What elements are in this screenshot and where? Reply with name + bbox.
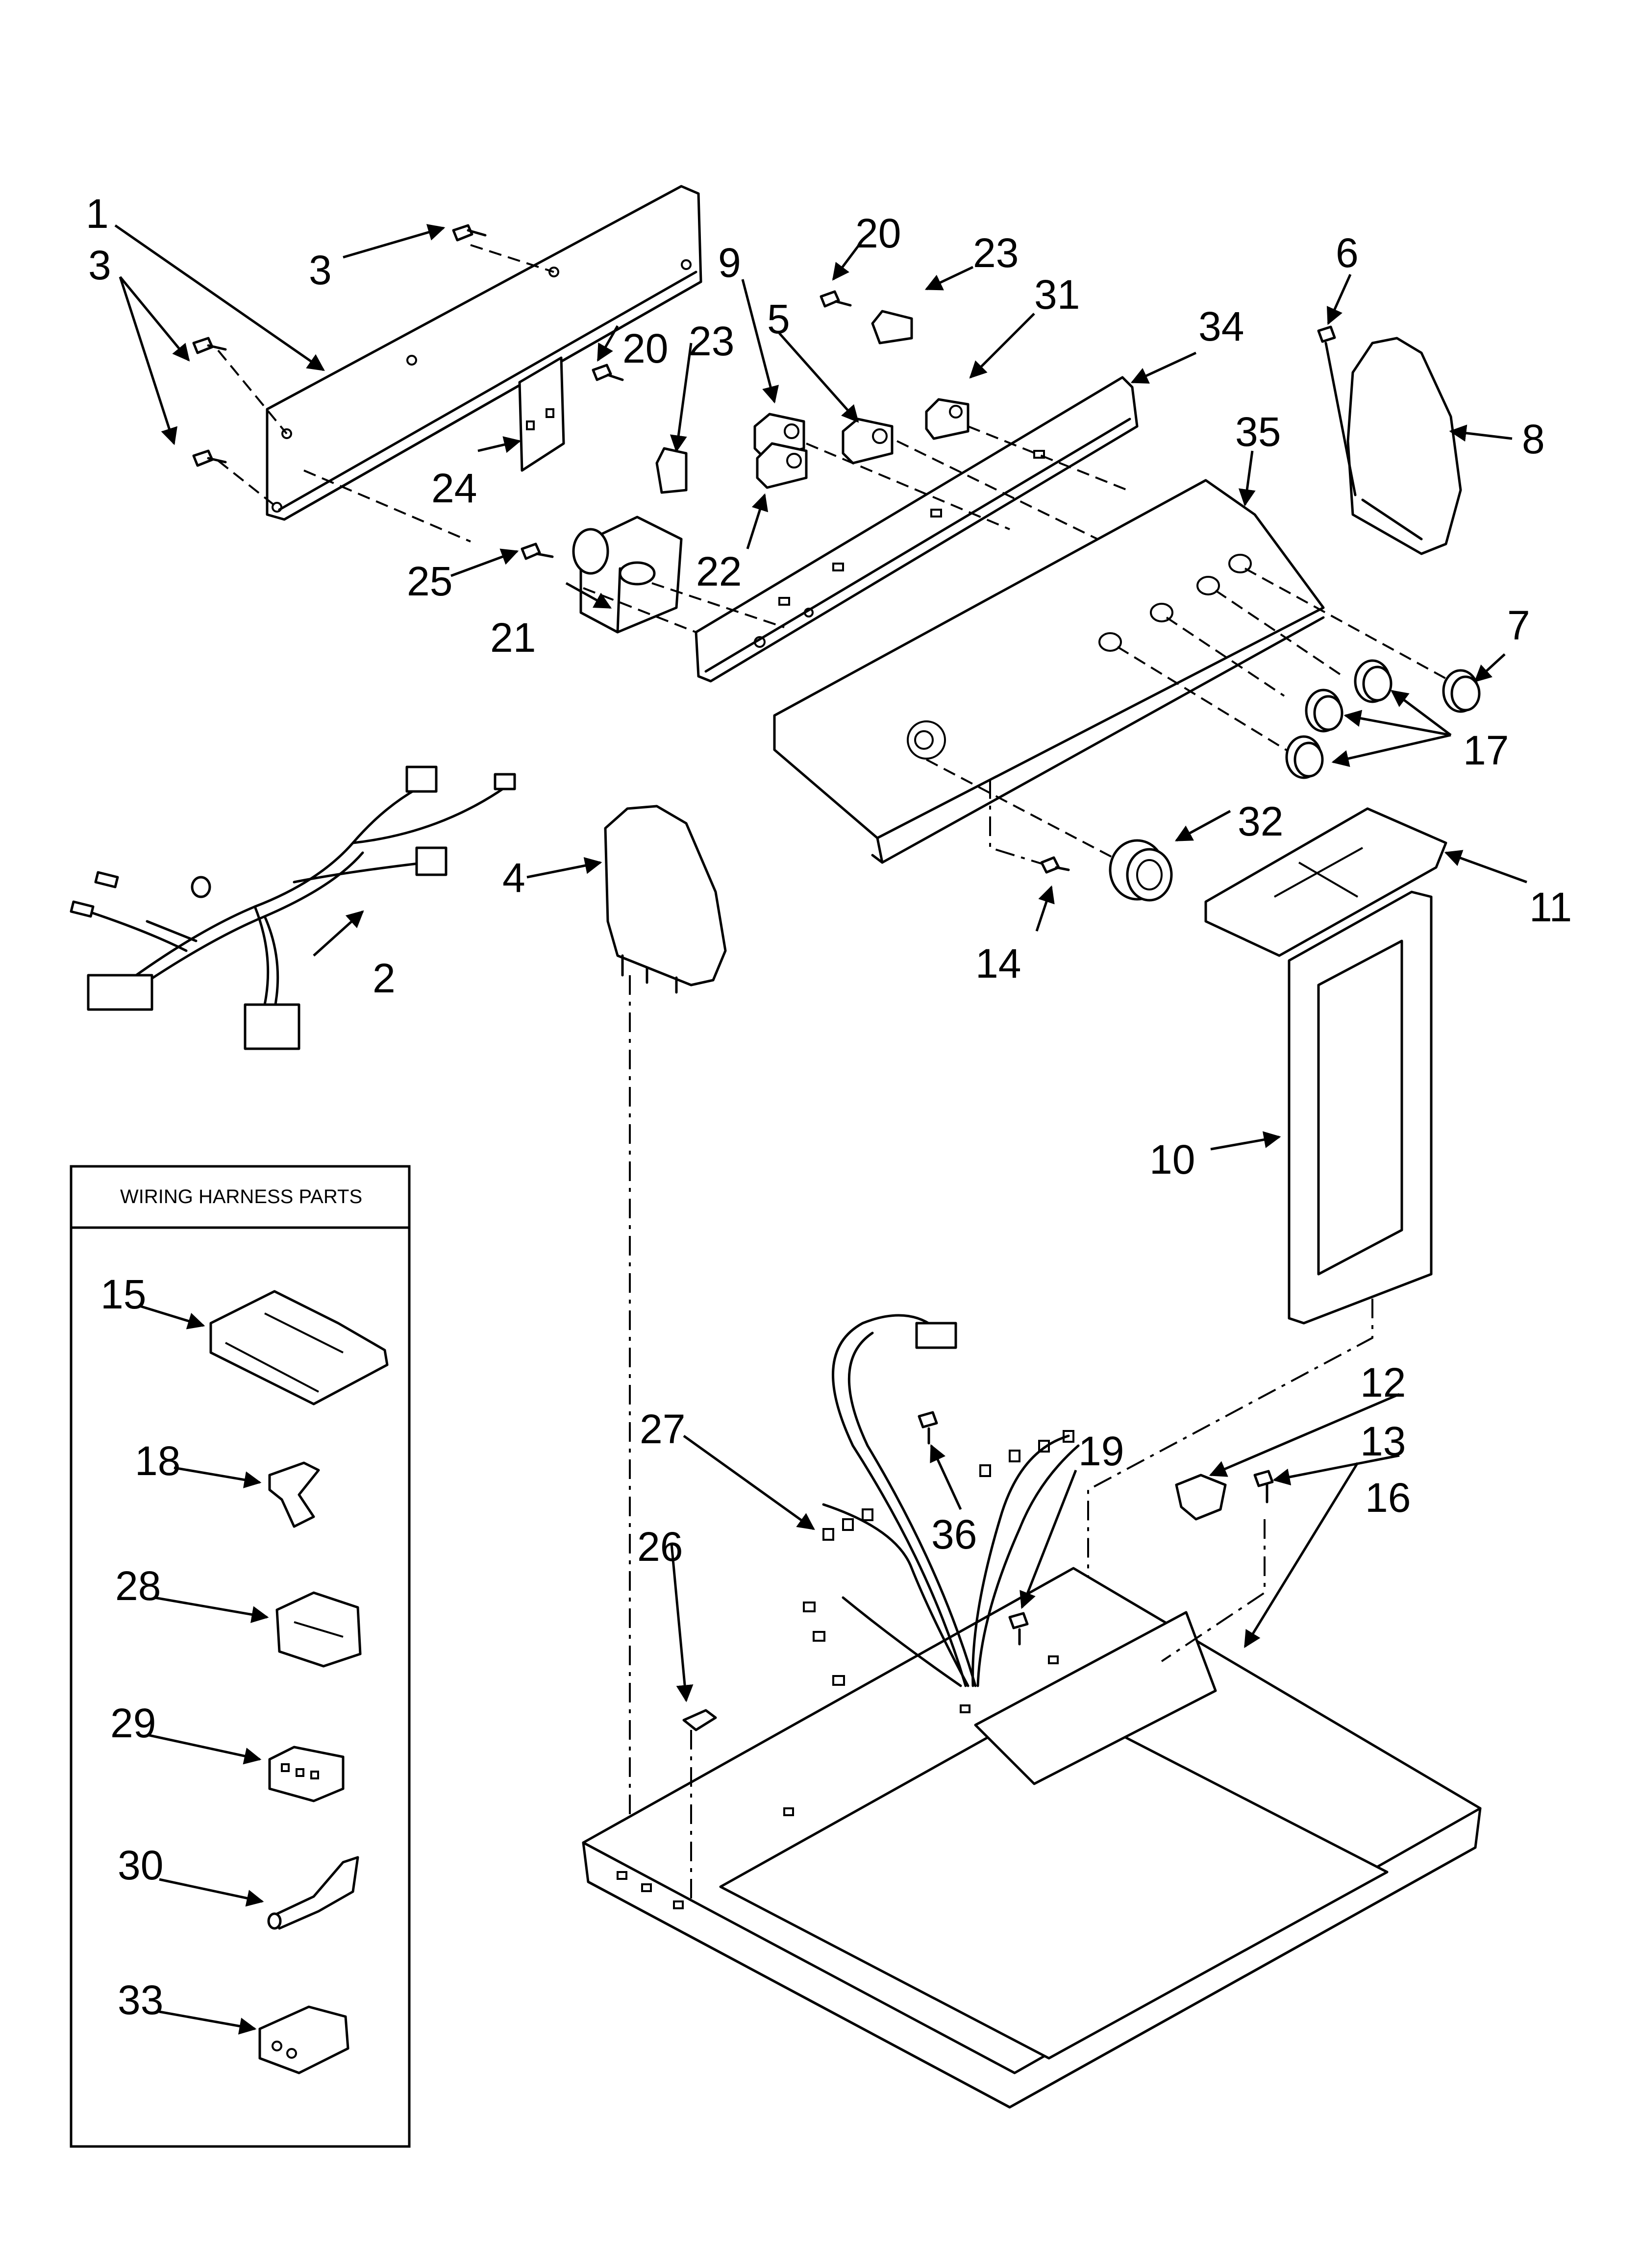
callout-23: 23 — [689, 318, 734, 364]
screw-icon — [1253, 1470, 1274, 1504]
switch-23 — [655, 447, 688, 494]
callout-3: 3 — [88, 242, 111, 288]
inset-label-18: 18 — [135, 1438, 180, 1484]
switch-31 — [925, 398, 970, 440]
callout-26: 26 — [637, 1524, 683, 1570]
top-panel-16 — [582, 1519, 1482, 2109]
callout-1: 1 — [86, 191, 109, 237]
knob-icon — [1305, 689, 1343, 733]
connector-block-15 — [209, 1290, 389, 1405]
switch-22 — [756, 442, 808, 489]
screw-icon — [820, 290, 852, 308]
callout-36: 36 — [931, 1511, 977, 1557]
callout-17: 17 — [1463, 727, 1509, 773]
lint-filter-11 — [1204, 807, 1447, 957]
callout-4: 4 — [502, 855, 525, 901]
screw-icon — [918, 1411, 938, 1445]
callout-27: 27 — [640, 1406, 685, 1452]
switch-5 — [842, 418, 894, 465]
callout-16: 16 — [1365, 1475, 1411, 1521]
filter-housing-10 — [1087, 890, 1433, 1666]
screw-icon — [192, 337, 227, 354]
knob-icon — [1285, 735, 1324, 779]
screw-icon — [521, 542, 554, 560]
screw-icon — [192, 449, 227, 467]
leader-lines — [114, 224, 1527, 1702]
callout-31: 31 — [1034, 271, 1080, 318]
clip-12 — [1175, 1474, 1227, 1521]
callout-20: 20 — [855, 210, 901, 256]
callout-8: 8 — [1522, 416, 1545, 462]
switch-bracket-34 — [583, 376, 1139, 683]
callout-25: 25 — [407, 558, 452, 604]
connector-29 — [268, 1746, 345, 1802]
ground-clip-26 — [682, 1709, 717, 1731]
screw-icon — [452, 224, 487, 242]
switch-23-top — [871, 310, 913, 345]
callout-34: 34 — [1198, 303, 1244, 349]
internal-harness-27 — [803, 1314, 1080, 1687]
wire-harness-2 — [70, 765, 516, 1050]
callout-23: 23 — [973, 230, 1019, 276]
callout-11: 11 — [1529, 884, 1572, 930]
callout-13: 13 — [1360, 1418, 1406, 1464]
screw-icon — [1040, 856, 1070, 874]
end-cap-8 — [1346, 337, 1462, 555]
screw-icon — [1317, 325, 1357, 496]
inset-label-33: 33 — [118, 1977, 163, 2023]
knob-icon — [1354, 659, 1392, 703]
callout-6: 6 — [1336, 230, 1359, 276]
terminal-30 — [267, 1856, 359, 1930]
callout-20: 20 — [622, 325, 668, 371]
screw-icon — [1008, 1612, 1029, 1646]
connector-33 — [258, 2005, 349, 2074]
callout-7: 7 — [1507, 602, 1530, 648]
callout-22: 22 — [696, 548, 742, 594]
callout-10: 10 — [1149, 1136, 1195, 1183]
screw-icon — [592, 364, 624, 381]
callout-12: 12 — [1360, 1359, 1406, 1405]
inset-label-30: 30 — [118, 1842, 163, 1888]
callout-3: 3 — [309, 247, 332, 293]
knob-icon — [1442, 669, 1481, 713]
inset-title: WIRING HARNESS PARTS — [120, 1186, 362, 1208]
clip-18 — [268, 1461, 320, 1528]
timer-knob-32 — [1109, 839, 1173, 902]
callout-2: 2 — [373, 955, 396, 1001]
callout-35: 35 — [1235, 409, 1281, 455]
callout-21: 21 — [490, 615, 536, 661]
callout-9: 9 — [718, 240, 741, 286]
timer-21 — [572, 516, 683, 634]
callout-14: 14 — [975, 940, 1021, 986]
inset-label-28: 28 — [115, 1563, 161, 1609]
callout-32: 32 — [1238, 798, 1283, 844]
callout-24: 24 — [431, 465, 477, 511]
wiring-harness-parts-inset: WIRING HARNESS PARTS 15 18 28 29 — [70, 1165, 411, 2148]
inset-label-29: 29 — [110, 1700, 156, 1746]
end-cap-4 — [604, 805, 727, 1892]
inset-label-15: 15 — [100, 1271, 146, 1317]
callout-5: 5 — [767, 296, 790, 342]
callout-19: 19 — [1078, 1428, 1124, 1474]
connector-28 — [275, 1591, 362, 1668]
control-console-35 — [773, 479, 1451, 868]
back-panel — [217, 185, 702, 542]
